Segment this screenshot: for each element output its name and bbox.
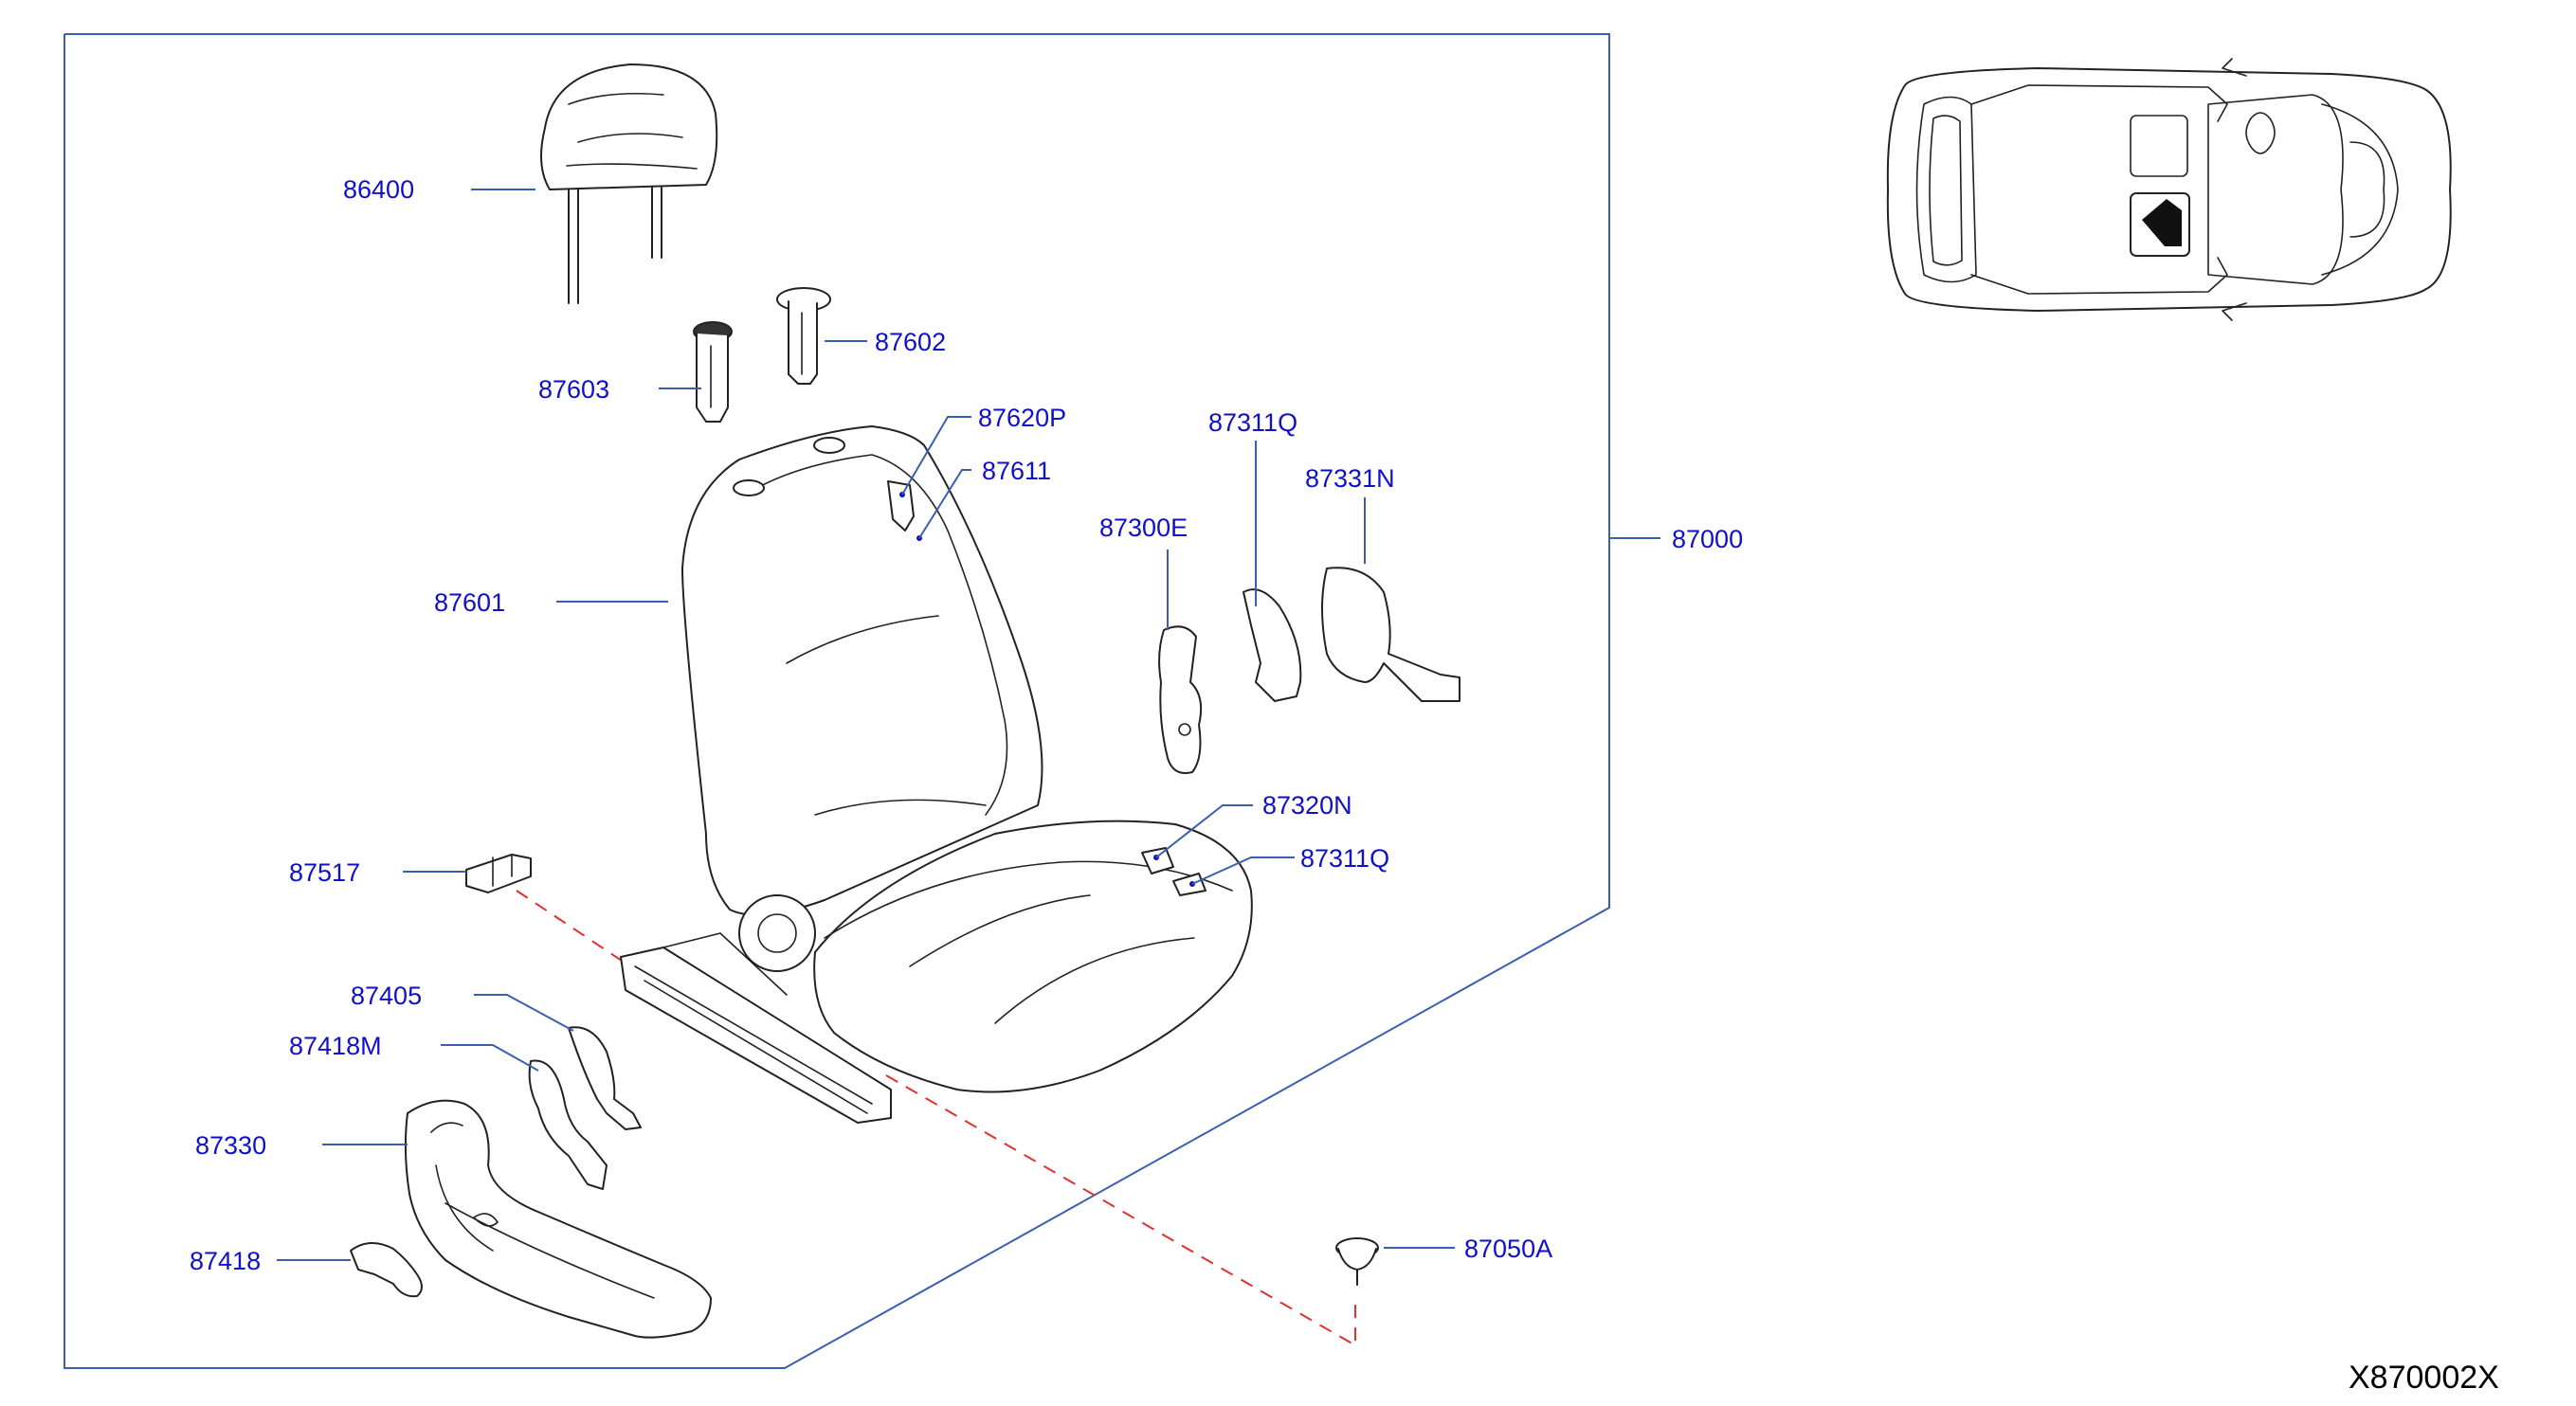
- label-87000: 87000: [1672, 525, 1743, 553]
- label-87300E: 87300E: [1099, 514, 1188, 542]
- headrest-holder-87603: [693, 321, 733, 423]
- label-87620P: 87620P: [978, 404, 1066, 432]
- label-87311Q-upper: 87311Q: [1208, 408, 1297, 437]
- clip-87517: [465, 854, 532, 893]
- diagram-reference-code: X870002X: [2349, 1360, 2499, 1396]
- trim-clip-87320N: [1141, 847, 1206, 896]
- label-87320N: 87320N: [1262, 791, 1352, 820]
- bracket-87405: [568, 1026, 642, 1130]
- label-87611: 87611: [982, 457, 1051, 485]
- side-shield-87330: [404, 1099, 712, 1339]
- label-87330: 87330: [195, 1131, 266, 1160]
- trim-cover-87300E: [1158, 625, 1203, 774]
- clip-87050A: [1335, 1237, 1379, 1286]
- trim-clip-87620P: [887, 480, 922, 541]
- label-87603: 87603: [538, 375, 609, 404]
- label-87311Q-lower: 87311Q: [1300, 844, 1389, 873]
- assembly-frame: [63, 33, 1660, 1369]
- seat-cushion: [813, 820, 1253, 1093]
- trim-cover-87331N: [1321, 567, 1460, 702]
- trim-cover-87311Q-upper: [1243, 588, 1302, 702]
- label-87601: 87601: [434, 588, 505, 617]
- seat-back: [681, 425, 1043, 972]
- dashed-guides: [516, 890, 1356, 1347]
- label-87418M: 87418M: [289, 1032, 382, 1060]
- label-87517: 87517: [289, 858, 360, 887]
- label-87602: 87602: [875, 328, 946, 356]
- headrest: [540, 63, 718, 304]
- label-87418: 87418: [190, 1247, 261, 1275]
- label-87050A: 87050A: [1464, 1235, 1552, 1263]
- leader-lines: [277, 189, 1455, 1261]
- bracket-87418M: [528, 1059, 608, 1190]
- cover-87418: [350, 1242, 423, 1298]
- label-87405: 87405: [351, 982, 422, 1010]
- label-87331N: 87331N: [1305, 464, 1395, 493]
- headrest-holder-87602: [776, 287, 831, 385]
- seat-rail: [620, 932, 892, 1124]
- vehicle-overview-icon: [1886, 58, 2452, 321]
- label-86400: 86400: [343, 175, 414, 204]
